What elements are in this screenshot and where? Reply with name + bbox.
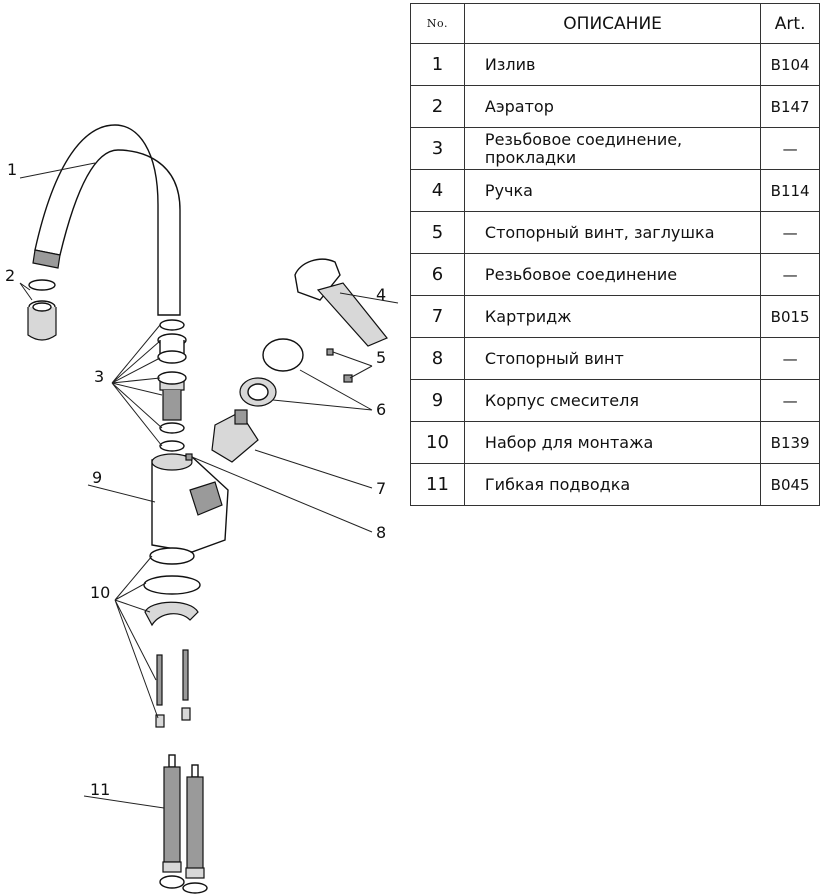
part-description: Ручка	[463, 169, 762, 212]
part-article: —	[760, 379, 820, 422]
part-number: 11	[410, 463, 465, 506]
callout-10: 10	[90, 583, 110, 602]
part-description: Корпус смесителя	[463, 379, 762, 422]
part-article: B114	[760, 169, 820, 212]
part-number: 9	[410, 379, 465, 422]
part-article: —	[760, 337, 820, 380]
part-article: —	[760, 127, 820, 170]
part-number: 3	[410, 127, 465, 170]
callout-11: 11	[90, 780, 110, 799]
callout-2: 2	[5, 266, 15, 285]
part-number: 10	[410, 421, 465, 464]
threaded-connection-part	[157, 319, 187, 452]
callout-9: 9	[92, 468, 102, 487]
cartridge-part	[211, 409, 259, 463]
part-description: Аэратор	[463, 85, 762, 128]
header-art: Art.	[760, 3, 820, 44]
part-number: 8	[410, 337, 465, 380]
part-article: B015	[760, 295, 820, 338]
parts-table-header: No. ОПИСАНИЕ Art.	[410, 3, 820, 44]
part-description: Картридж	[463, 295, 762, 338]
part-description: Излив	[463, 43, 762, 86]
part-article: B104	[760, 43, 820, 86]
set-screw-part	[326, 348, 353, 383]
part-number: 5	[410, 211, 465, 254]
spout-part	[32, 124, 181, 316]
part-article: —	[760, 211, 820, 254]
stop-screw-part	[185, 453, 193, 461]
flexible-hose-part	[159, 754, 208, 894]
part-number: 1	[410, 43, 465, 86]
part-description: Стопорный винт	[463, 337, 762, 380]
callout-6: 6	[376, 400, 386, 419]
part-description: Гибкая подводка	[463, 463, 762, 506]
part-description: Набор для монтажа	[463, 421, 762, 464]
handle-part	[294, 258, 388, 347]
mounting-kit-part	[143, 547, 201, 728]
part-article: B139	[760, 421, 820, 464]
part-number: 6	[410, 253, 465, 296]
part-description: Стопорный винт, заглушка	[463, 211, 762, 254]
header-no: No.	[410, 3, 465, 44]
cap-part	[239, 338, 304, 407]
callout-8: 8	[376, 523, 386, 542]
part-article: B147	[760, 85, 820, 128]
part-description: Резьбовое соединение, прокладки	[463, 127, 762, 170]
part-number: 2	[410, 85, 465, 128]
callout-5: 5	[376, 348, 386, 367]
header-description: ОПИСАНИЕ	[463, 3, 762, 44]
part-article: —	[760, 253, 820, 296]
part-number: 7	[410, 295, 465, 338]
part-article: B045	[760, 463, 820, 506]
callout-1: 1	[7, 160, 17, 179]
aerator-part	[27, 279, 57, 341]
callout-4: 4	[376, 285, 386, 304]
mixer-body-part	[151, 453, 229, 553]
part-number: 4	[410, 169, 465, 212]
leader-lines	[19, 162, 399, 809]
callout-3: 3	[94, 367, 104, 386]
part-description: Резьбовое соединение	[463, 253, 762, 296]
callout-7: 7	[376, 479, 386, 498]
